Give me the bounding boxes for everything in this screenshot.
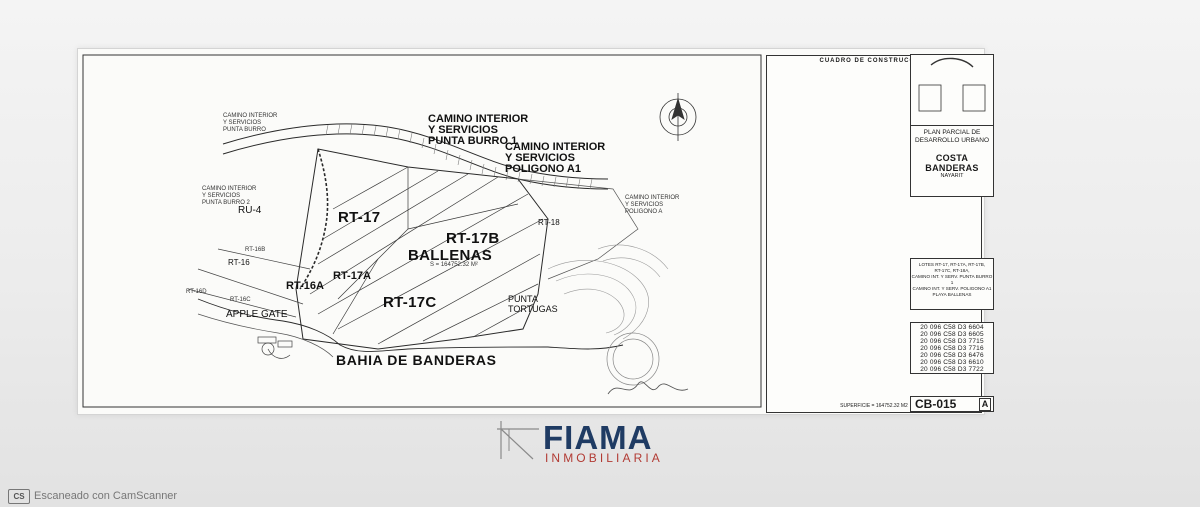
- label-line: PUNTA BURRO: [223, 127, 266, 133]
- costa-banderas-logo: COSTA BANDERAS: [925, 153, 979, 173]
- label-apple-gate: APPLE GATE: [226, 309, 288, 320]
- label-line: PUNTA BURRO 2: [202, 200, 250, 206]
- title-block-codes: 20 096 C58 D3 6604 20 096 C58 D3 6605 20…: [910, 322, 994, 374]
- coordinate-table-footer: SUPERFICIE = 164752.32 M2: [840, 403, 908, 409]
- nayarit-label: NAYARIT: [940, 173, 964, 179]
- north-arrow-icon: [659, 93, 697, 141]
- title-block-plan: PLAN PARCIAL DE DESARROLLO URBANO COSTA …: [910, 125, 994, 197]
- cadastral-code: 20 096 C58 D3 7716: [920, 345, 984, 352]
- camscanner-watermark-text: Escaneado con CamScanner: [34, 490, 178, 502]
- plan-sheet: CAMINO INTERIOR Y SERVICIOS PUNTA BURRO …: [77, 48, 985, 415]
- label-ru-4: RU-4: [238, 205, 262, 216]
- cadastral-code: 20 096 C58 D3 6610: [920, 359, 984, 366]
- camscanner-badge-icon: CS: [8, 489, 30, 504]
- lotes-line: RT-17C, RT-18A,: [934, 268, 970, 273]
- label-camino-punta-burro: CAMINO INTERIOR Y SERVICIOS PUNTA BURRO: [223, 113, 277, 134]
- label-rt-16b: RT-16B: [245, 247, 266, 253]
- label-camino-poligono-a: CAMINO INTERIOR Y SERVICIOS POLIGONO A: [625, 195, 679, 216]
- title-block-lotes: LOTES RT-17, RT-17A, RT-17B, RT-17C, RT-…: [910, 258, 994, 310]
- label-rt-17a: RT-17A: [333, 270, 371, 282]
- plan-title-line: PLAN PARCIAL DE: [923, 129, 981, 136]
- lotes-description: LOTES RT-17, RT-17A, RT-17B, RT-17C, RT-…: [911, 262, 993, 298]
- cadastral-code: 20 096 C58 D3 6476: [920, 352, 984, 359]
- label-line: CAMINO INTERIOR: [505, 141, 606, 153]
- label-camino-poligono-a1: CAMINO INTERIOR Y SERVICIOS POLIGONO A1: [505, 142, 605, 175]
- label-line: CAMINO INTERIOR: [428, 113, 529, 125]
- label-punta-tortugas: PUNTA TORTUGAS: [508, 294, 558, 314]
- cadastral-code: 20 096 C58 D3 7722: [920, 366, 984, 373]
- label-ballenas-area: S = 164752.32 M²: [430, 262, 478, 268]
- stamp-seal-icon: [606, 332, 660, 386]
- rt18-boundary: [517, 178, 639, 280]
- label-line: PUNTA BURRO 1: [428, 135, 518, 147]
- label-rt-17b: RT-17B: [446, 230, 500, 247]
- label-camino-punta-burro-1: CAMINO INTERIOR Y SERVICIOS PUNTA BURRO …: [428, 114, 528, 147]
- lotes-line: CAMINO INT. Y SERV. POLIGONO A1: [912, 286, 992, 291]
- topography-contours: [547, 244, 669, 340]
- apple-gate-structures: [257, 336, 293, 359]
- label-line: CAMINO INTERIOR: [202, 186, 257, 192]
- label-line: CAMINO INTERIOR: [625, 195, 680, 201]
- label-bahia-de-banderas: BAHIA DE BANDERAS: [336, 352, 497, 368]
- road-punta-burro-edge: [222, 133, 609, 190]
- road-hatching: [325, 123, 593, 190]
- lotes-line: PLAYA BALLENAS: [932, 292, 972, 297]
- label-rt-16: RT-16: [228, 258, 250, 267]
- label-line: Y SERVICIOS: [202, 193, 241, 199]
- sheet-code: CB-015: [915, 397, 957, 411]
- fiama-wordmark: FIAMA: [543, 419, 653, 456]
- title-block-header: [910, 54, 994, 126]
- label-rt-17: RT-17: [338, 209, 381, 226]
- label-line: POLIGONO A: [625, 209, 663, 215]
- label-line: POLIGONO A1: [505, 163, 581, 175]
- label-camino-punta-burro-2: CAMINO INTERIOR Y SERVICIOS PUNTA BURRO …: [202, 186, 256, 207]
- label-rt-16c: RT-16C: [230, 297, 251, 303]
- coastline-lower: [197, 313, 334, 358]
- plan-title: PLAN PARCIAL DE DESARROLLO URBANO: [911, 129, 993, 145]
- label-line: CAMINO INTERIOR: [223, 113, 278, 119]
- lot-lines: [309, 166, 544, 345]
- road-punta-burro-2: [299, 148, 329, 290]
- label-line: PUNTA: [508, 294, 538, 304]
- plan-title-line: DESARROLLO URBANO: [914, 137, 990, 144]
- label-line: Y SERVICIOS: [625, 202, 664, 208]
- inmobiliaria-wordmark: INMOBILIARIA: [545, 451, 663, 465]
- lotes-line: LOTES RT-17, RT-17A, RT-17B,: [918, 262, 986, 267]
- label-rt-18: RT-18: [538, 218, 560, 227]
- fiama-logo: FIAMA INMOBILIARIA: [495, 419, 715, 464]
- parcel-boundary: [295, 148, 549, 350]
- label-line: Y SERVICIOS: [428, 124, 498, 136]
- coastline: [197, 298, 624, 352]
- label-rt-17c: RT-17C: [383, 294, 437, 311]
- rt16-lines: [187, 248, 311, 318]
- signature-icon: [607, 381, 689, 395]
- label-ballenas: BALLENAS: [408, 247, 493, 264]
- fiama-emblem-icon: [497, 421, 539, 460]
- road-punta-burro: [222, 123, 609, 180]
- label-line: Y SERVICIOS: [223, 120, 262, 126]
- cadastral-code: 20 096 C58 D3 7715: [920, 338, 984, 345]
- label-rt-16d: RT-16D: [186, 289, 207, 295]
- label-line: Y SERVICIOS: [505, 152, 575, 164]
- government-seals-icon: [918, 57, 986, 112]
- label-rt-16a: RT-16A: [286, 280, 324, 292]
- cadastral-code: 20 096 C58 D3 6605: [920, 331, 984, 338]
- cadastral-code: 20 096 C58 D3 6604: [920, 324, 984, 331]
- revision-badge: A: [979, 398, 991, 411]
- lotes-line: CAMINO INT. Y SERV. PUNTA BURRO 1: [911, 274, 993, 285]
- title-block-sheet: CB-015 A: [910, 396, 994, 412]
- coordinate-table-title: CUADRO DE CONSTRUCCION: [819, 58, 929, 64]
- label-line: TORTUGAS: [508, 304, 558, 314]
